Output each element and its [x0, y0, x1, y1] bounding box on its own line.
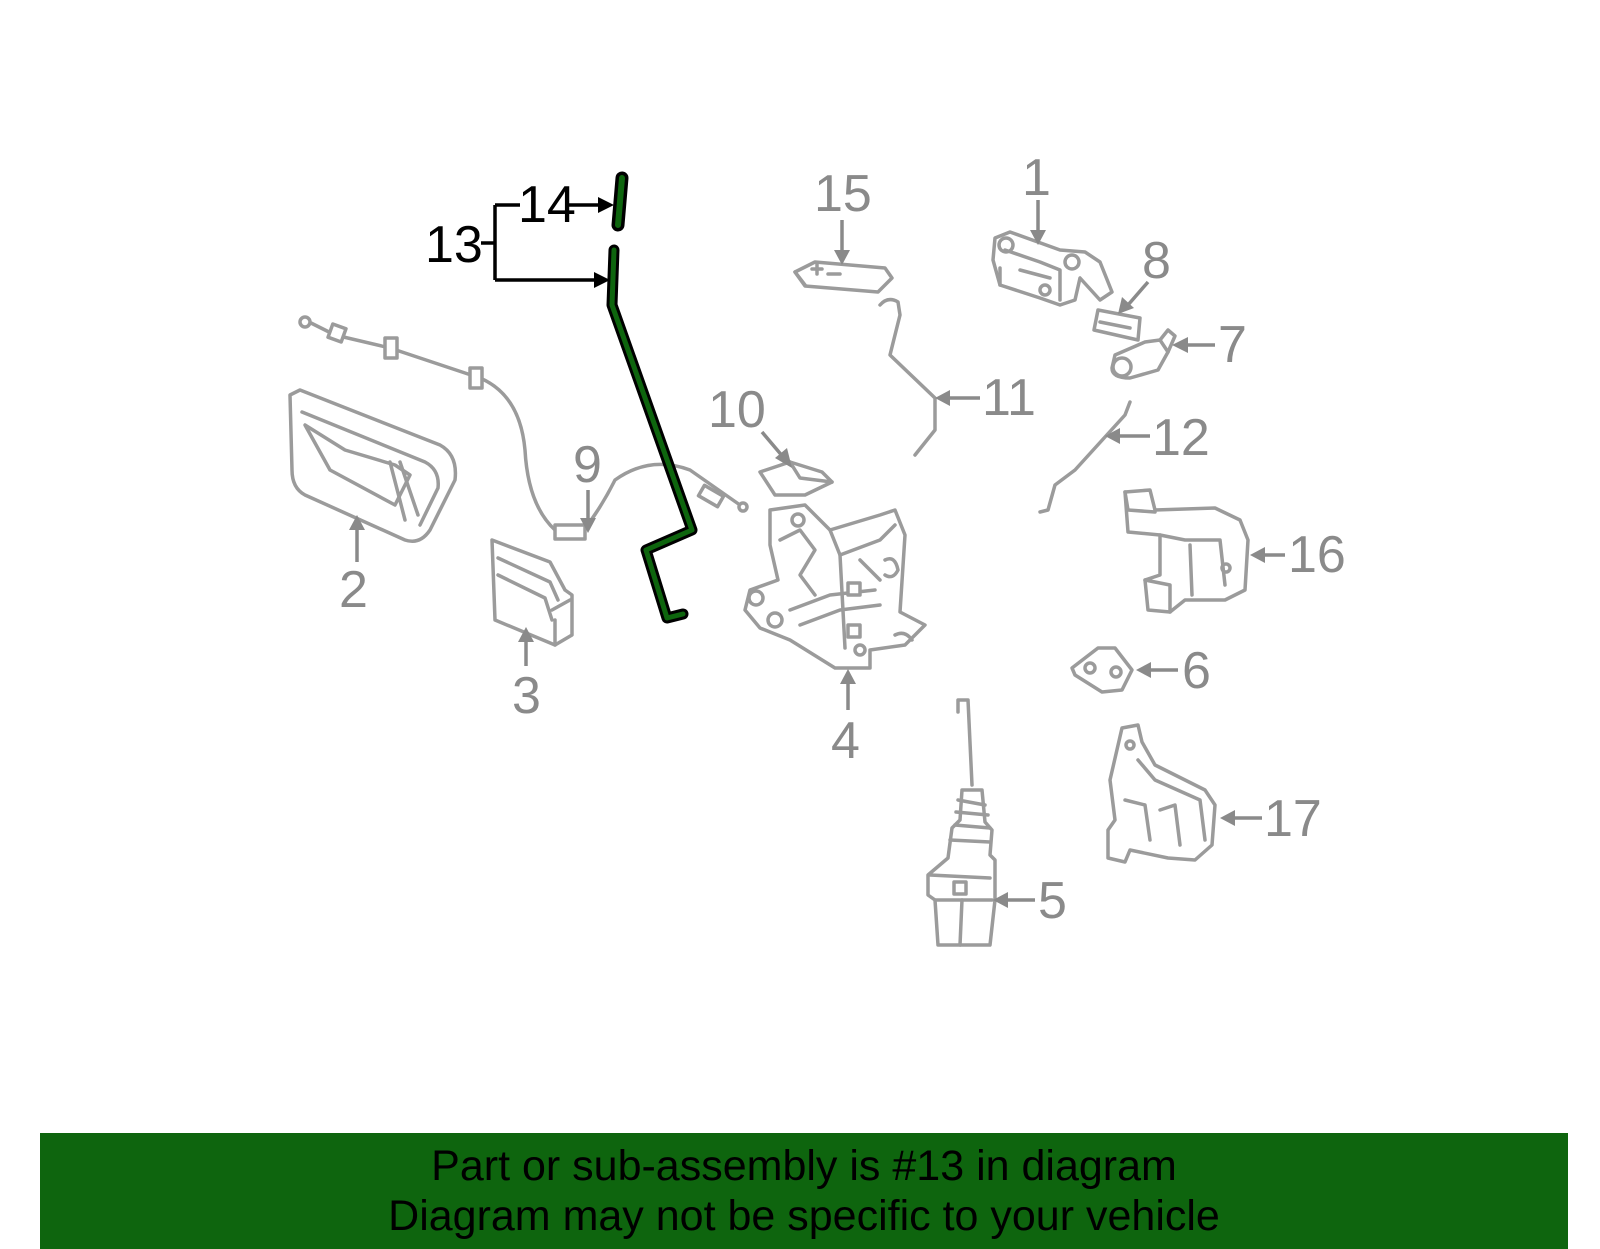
part-11-arrow — [935, 390, 980, 406]
label-1: 1 — [1022, 149, 1051, 207]
part-3-bracket — [490, 538, 574, 647]
label-4: 4 — [831, 712, 860, 770]
info-banner: Part or sub-assembly is #13 in diagram D… — [40, 1133, 1568, 1249]
label-7: 7 — [1218, 316, 1247, 374]
part-8-clip — [1092, 308, 1142, 342]
part-10-arrow — [760, 430, 792, 468]
part-12-rod — [1038, 400, 1132, 514]
part-2-handle-bezel — [288, 388, 458, 543]
part-1-arrow — [1030, 200, 1046, 245]
part-3-arrow — [518, 627, 534, 666]
part-10-shield — [758, 460, 834, 497]
label-10: 10 — [708, 381, 766, 439]
label-14: 14 — [518, 176, 576, 234]
label-12: 12 — [1152, 409, 1210, 467]
part-13-rod — [606, 244, 698, 624]
label-9: 9 — [573, 436, 602, 494]
banner-line-1: Part or sub-assembly is #13 in diagram — [431, 1142, 1177, 1190]
label-6: 6 — [1182, 642, 1211, 700]
part-15-arrow — [834, 220, 850, 265]
part-6-arrow — [1136, 662, 1178, 678]
part-4-arrow — [840, 669, 856, 710]
part-11-rod — [878, 297, 937, 457]
part-2-arrow — [349, 515, 365, 562]
banner-line-2: Diagram may not be specific to your vehi… — [388, 1192, 1220, 1240]
part-6-plate — [1070, 646, 1134, 694]
part-12-arrow — [1105, 428, 1150, 444]
part-7-cylinder — [1110, 328, 1177, 380]
part-16-arrow — [1250, 547, 1285, 563]
part-1-actuator — [991, 230, 1114, 307]
label-16: 16 — [1288, 526, 1346, 584]
part-7-arrow — [1172, 337, 1215, 353]
part-16-hinge — [1123, 488, 1250, 614]
part-9-cable — [298, 315, 749, 541]
part-8-arrow — [1118, 280, 1150, 314]
part-15-cover — [793, 260, 894, 294]
label-17: 17 — [1264, 790, 1322, 848]
part-17-arrow — [1220, 810, 1262, 826]
part-5-arrow — [993, 892, 1035, 908]
part-14-clip — [611, 171, 629, 232]
label-8: 8 — [1142, 232, 1171, 290]
label-2: 2 — [339, 561, 368, 619]
part-17-hinge — [1106, 723, 1217, 864]
label-5: 5 — [1038, 872, 1067, 930]
part-4-latch — [743, 503, 927, 670]
part-9-arrow — [580, 490, 596, 533]
label-3: 3 — [512, 667, 541, 725]
part-5-actuator — [926, 698, 997, 947]
label-11: 11 — [982, 369, 1036, 427]
label-15: 15 — [814, 165, 872, 223]
label-13: 13 — [425, 216, 483, 274]
callout-13-14 — [481, 197, 614, 288]
